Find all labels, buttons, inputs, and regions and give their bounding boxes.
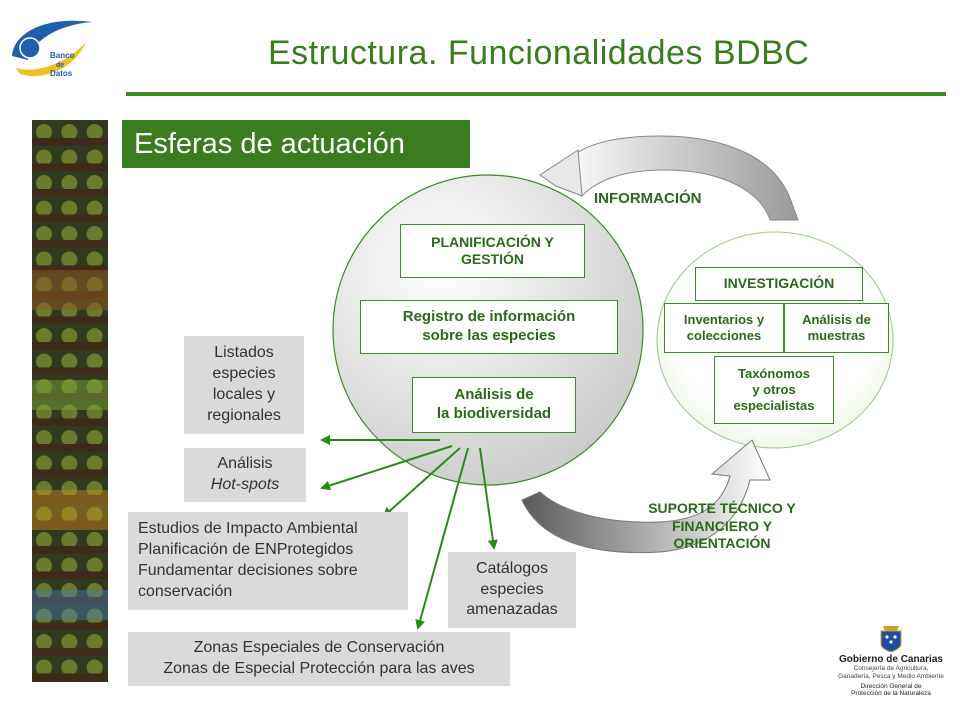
gov-dept: Consejería de Agricultura, Ganadería, Pe… xyxy=(836,665,946,681)
analisis-line-1: Análisis de xyxy=(454,386,534,404)
listados-box: Listados especies locales y regionales xyxy=(184,336,304,434)
gov-dept-line-2: Ganadería, Pesca y Medio Ambiente xyxy=(838,672,944,680)
informacion-arrow xyxy=(555,135,799,221)
gobierno-canarias-logo: Gobierno de Canarias Consejería de Agric… xyxy=(836,622,946,702)
logo-text-de: de xyxy=(56,62,64,69)
informacion-label: INFORMACIÓN xyxy=(594,190,702,209)
hotspots-line-2: Hot-spots xyxy=(210,476,280,493)
suporte-label: SUPORTE TÉCNICO Y FINANCIERO Y ORIENTACI… xyxy=(612,500,832,553)
catalogos-box: Catálogos especies amenazadas xyxy=(448,552,576,628)
gov-dept-line-1: Consejería de Agricultura, xyxy=(853,665,929,672)
logo-text-datos: Datos xyxy=(50,69,73,78)
estudios-line-3: Fundamentar decisiones sobre xyxy=(138,562,358,579)
analisis-muestras-box: Análisis de muestras xyxy=(784,303,889,353)
registro-line-1: Registro de información xyxy=(402,308,576,326)
planificacion-line-2: GESTIÓN xyxy=(460,251,524,267)
listados-line-4: regionales xyxy=(207,406,281,424)
inventarios-line-1: Inventarios y xyxy=(683,311,765,327)
zonas-box: Zonas Especiales de Conservación Zonas d… xyxy=(128,632,510,686)
registro-line-2: sobre las especies xyxy=(422,327,556,344)
listados-line-1: Listados xyxy=(214,344,274,362)
informacion-text: INFORMACIÓN xyxy=(594,190,702,207)
taxonomos-line-2: y otros xyxy=(752,381,796,397)
title-divider xyxy=(126,92,946,96)
taxonomos-line-3: especialistas xyxy=(733,398,815,414)
arrow-to-catalogos xyxy=(479,447,498,550)
inventarios-line-2: colecciones xyxy=(686,328,762,343)
taxonomos-line-1: Taxónomos xyxy=(738,365,810,381)
planificacion-box: PLANIFICACIÓN Y GESTIÓN xyxy=(400,224,585,278)
estudios-box: Estudios de Impacto Ambiental Planificac… xyxy=(128,512,408,610)
estudios-line-1: Estudios de Impacto Ambiental xyxy=(138,520,358,538)
planificacion-line-1: PLANIFICACIÓN Y xyxy=(431,233,554,250)
taxonomos-box: Taxónomos y otros especialistas xyxy=(714,356,834,424)
suporte-line-3: ORIENTACIÓN xyxy=(673,535,771,551)
registro-box: Registro de información sobre las especi… xyxy=(360,300,618,354)
analisis-line-2: la biodiversidad xyxy=(436,405,552,422)
estudios-line-4: conservación xyxy=(138,582,233,600)
analisis-muestras-line-1: Análisis de xyxy=(802,311,871,327)
catalogos-line-3: amenazadas xyxy=(466,601,558,619)
catalogos-line-1: Catálogos xyxy=(475,559,549,577)
investigacion-box: INVESTIGACIÓN xyxy=(695,267,863,301)
section-title: Esferas de actuación xyxy=(122,120,470,168)
listados-line-3: locales y xyxy=(212,386,276,403)
gov-directorate-line-1: Dirección General de xyxy=(860,682,922,690)
arrow-to-estudios xyxy=(382,447,461,518)
nature-photo-strip xyxy=(32,120,108,682)
hotspots-box: Análisis Hot-spots xyxy=(184,448,306,502)
gov-directorate: Dirección General de Protección de la Na… xyxy=(836,683,946,699)
suporte-line-2: FINANCIERO Y xyxy=(671,517,773,534)
listados-line-2: especies xyxy=(212,365,276,383)
suporte-line-1: SUPORTE TÉCNICO Y xyxy=(648,500,796,516)
zonas-line-2: Zonas de Especial Protección para las av… xyxy=(163,660,475,677)
gov-name: Gobierno de Canarias xyxy=(839,654,943,665)
investigacion-text: INVESTIGACIÓN xyxy=(723,275,835,292)
analisis-biodiversidad-box: Análisis de la biodiversidad xyxy=(412,377,576,433)
banco-de-datos-logo: Banco de Datos xyxy=(12,20,92,78)
zonas-line-1: Zonas Especiales de Conservación xyxy=(193,639,445,657)
arrow-to-hotspots xyxy=(320,445,453,491)
coat-of-arms-icon xyxy=(880,626,902,652)
estudios-line-2: Planificación de ENProtegidos xyxy=(138,541,354,559)
logo-text-banco: Banco xyxy=(50,51,75,60)
gov-directorate-line-2: Protección de la Naturaleza xyxy=(851,690,931,698)
catalogos-line-2: especies xyxy=(480,580,544,598)
page-title: Estructura. Funcionalidades BDBC xyxy=(268,34,810,72)
hotspots-line-1: Análisis xyxy=(217,455,273,473)
suporte-arrow xyxy=(521,439,771,554)
analisis-muestras-line-2: muestras xyxy=(807,328,866,343)
arrow-to-zonas xyxy=(415,447,469,630)
inventarios-box: Inventarios y colecciones xyxy=(664,303,784,353)
